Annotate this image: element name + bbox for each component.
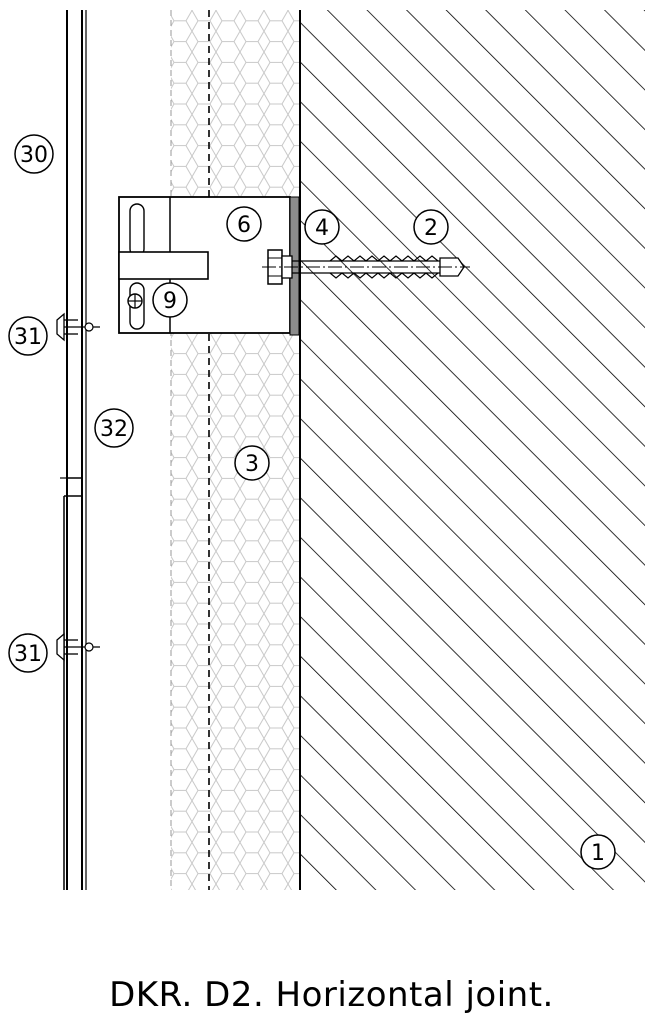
insulation-layer	[170, 10, 299, 890]
callout-1: 1	[580, 834, 616, 870]
callout-30: 30	[14, 134, 54, 174]
svg-text:31: 31	[14, 642, 42, 667]
callout-31-top: 31	[8, 316, 48, 356]
rivet-bottom	[56, 632, 100, 662]
svg-text:4: 4	[315, 216, 329, 241]
callout-32: 32	[94, 408, 134, 448]
svg-text:6: 6	[237, 213, 251, 238]
callout-9: 9	[152, 282, 188, 318]
callout-3: 3	[234, 445, 270, 481]
figure-caption: DKR. D2. Horizontal joint.	[109, 975, 554, 1015]
svg-text:3: 3	[245, 452, 259, 477]
section-drawing: 1 2 3 4 6 9 30 31 31 32	[8, 10, 645, 890]
horizontal-joint	[60, 477, 82, 890]
anchor-dowel	[262, 249, 470, 285]
rivet-top	[56, 312, 100, 342]
svg-text:1: 1	[591, 841, 605, 866]
svg-text:32: 32	[100, 417, 128, 442]
callout-4: 4	[304, 209, 340, 245]
facade-panels	[66, 10, 87, 890]
svg-text:2: 2	[424, 216, 438, 241]
svg-text:31: 31	[14, 325, 42, 350]
callout-31-bottom: 31	[8, 633, 48, 673]
svg-text:9: 9	[163, 289, 177, 314]
substrate-wall	[299, 10, 645, 890]
svg-text:30: 30	[20, 143, 48, 168]
callout-2: 2	[413, 209, 449, 245]
callout-6: 6	[226, 206, 262, 242]
bracket	[118, 196, 291, 334]
